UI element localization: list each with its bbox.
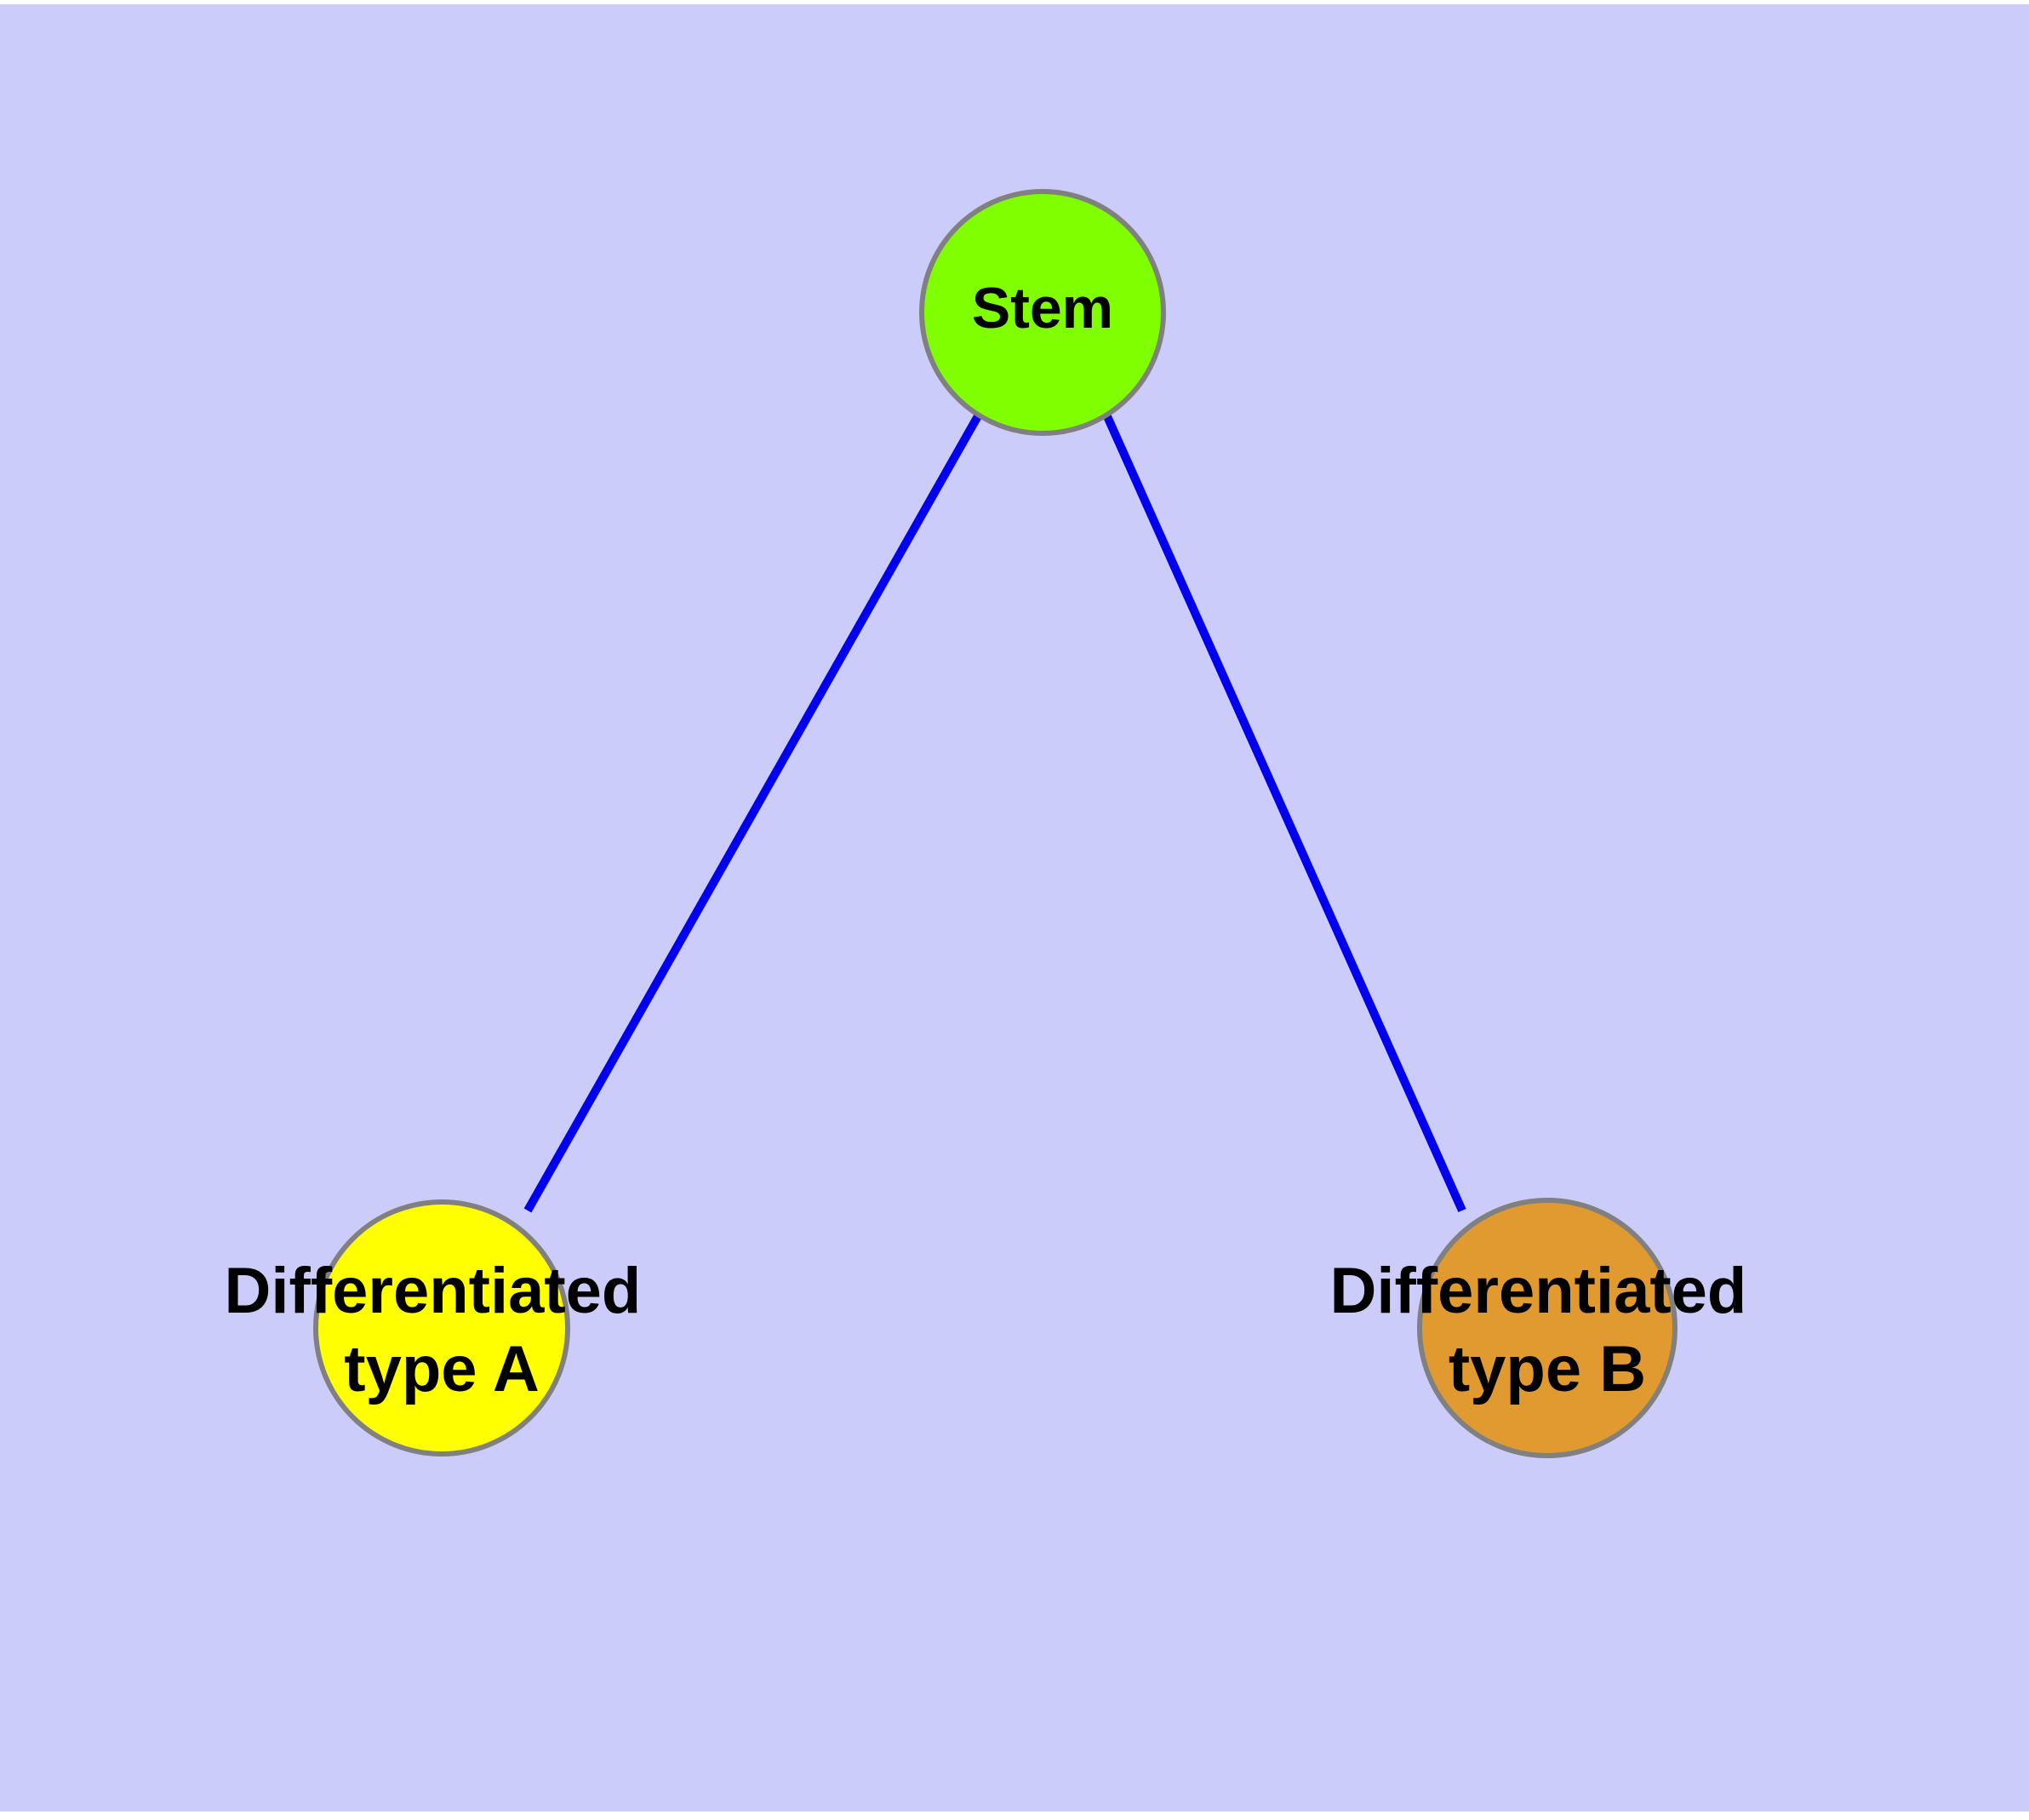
node-stem[interactable]: Stem [919,189,1166,436]
node-differentiated-type-a-label-line-2: type A [344,1333,539,1405]
edges-layer [523,412,1466,1213]
node-stem-circle[interactable] [919,189,1166,436]
node-differentiated-type-a[interactable] [313,1199,570,1457]
node-differentiated-type-b-label-line-2: type B [1449,1333,1646,1405]
edge-stem-to-differentiated-type-b[interactable] [1102,412,1466,1213]
node-differentiated-type-a-label-line-1: Differentiated [225,1255,642,1327]
node-differentiated-type-b[interactable] [1417,1198,1677,1458]
node-differentiated-type-a-circle[interactable] [313,1199,570,1457]
edge-stem-to-differentiated-type-a[interactable] [523,412,983,1213]
nodes-layer: Stem [313,189,1677,1458]
node-differentiated-type-a-label: Differentiated type A [225,1255,660,1405]
node-differentiated-type-b-circle[interactable] [1417,1198,1677,1458]
node-differentiated-type-b-label-line-1: Differentiated [1330,1255,1747,1327]
node-stem-label: Stem [972,276,1113,341]
node-differentiated-type-b-label: Differentiated type B [1330,1255,1765,1405]
labels-layer: Differentiated type A Differentiated typ… [225,1255,1765,1405]
